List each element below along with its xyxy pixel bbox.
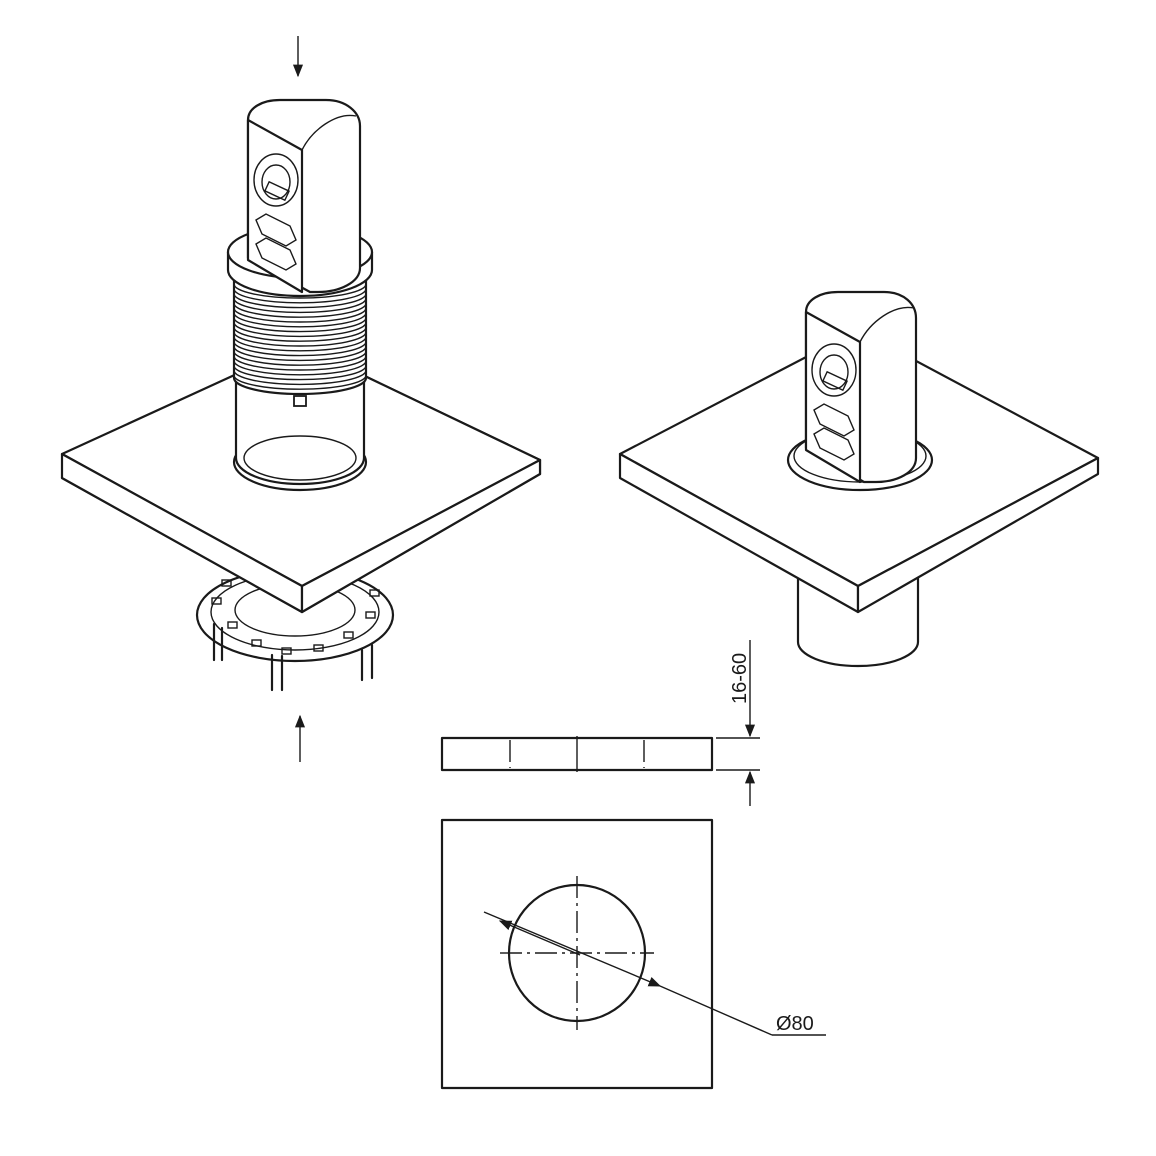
thickness-dimension: 16-60 <box>716 640 760 806</box>
thread-line <box>233 322 367 338</box>
thread-line <box>233 317 367 333</box>
thread-line <box>233 355 367 371</box>
thickness-label: 16-60 <box>729 653 751 704</box>
thread-line <box>233 351 367 366</box>
data-port-icon <box>255 213 297 247</box>
thread-line <box>233 360 367 376</box>
thread-line <box>233 293 367 309</box>
thread-line <box>233 331 367 347</box>
mounting-ring <box>195 567 395 692</box>
thread-line <box>233 327 367 342</box>
threaded-sleeve <box>232 278 368 396</box>
thread-line <box>233 341 367 357</box>
thread-line <box>233 346 367 362</box>
thread-line <box>233 336 367 352</box>
data-port-icon <box>255 237 297 271</box>
thread-line <box>233 307 367 323</box>
thread-line <box>233 375 367 390</box>
thread-line <box>233 365 367 381</box>
lower-cylinder <box>232 378 368 492</box>
data-port-icon <box>813 403 855 437</box>
thread-line <box>233 283 367 299</box>
thread-line <box>233 312 367 328</box>
diameter-dimension: Ø80 <box>483 911 826 1036</box>
installed-assembly-view <box>618 290 1100 668</box>
power-socket-icon <box>811 343 857 397</box>
exploded-assembly-view <box>60 36 542 762</box>
thread-line <box>233 303 367 318</box>
thread-line <box>233 370 367 386</box>
socket-tower-left <box>246 98 362 294</box>
thread-line <box>233 288 367 304</box>
diameter-label: Ø80 <box>776 1013 814 1035</box>
socket-tower-right <box>804 290 918 484</box>
data-port-icon <box>813 427 855 461</box>
thread-line <box>233 298 367 314</box>
power-socket-icon <box>253 153 299 207</box>
side-elevation <box>440 736 714 772</box>
